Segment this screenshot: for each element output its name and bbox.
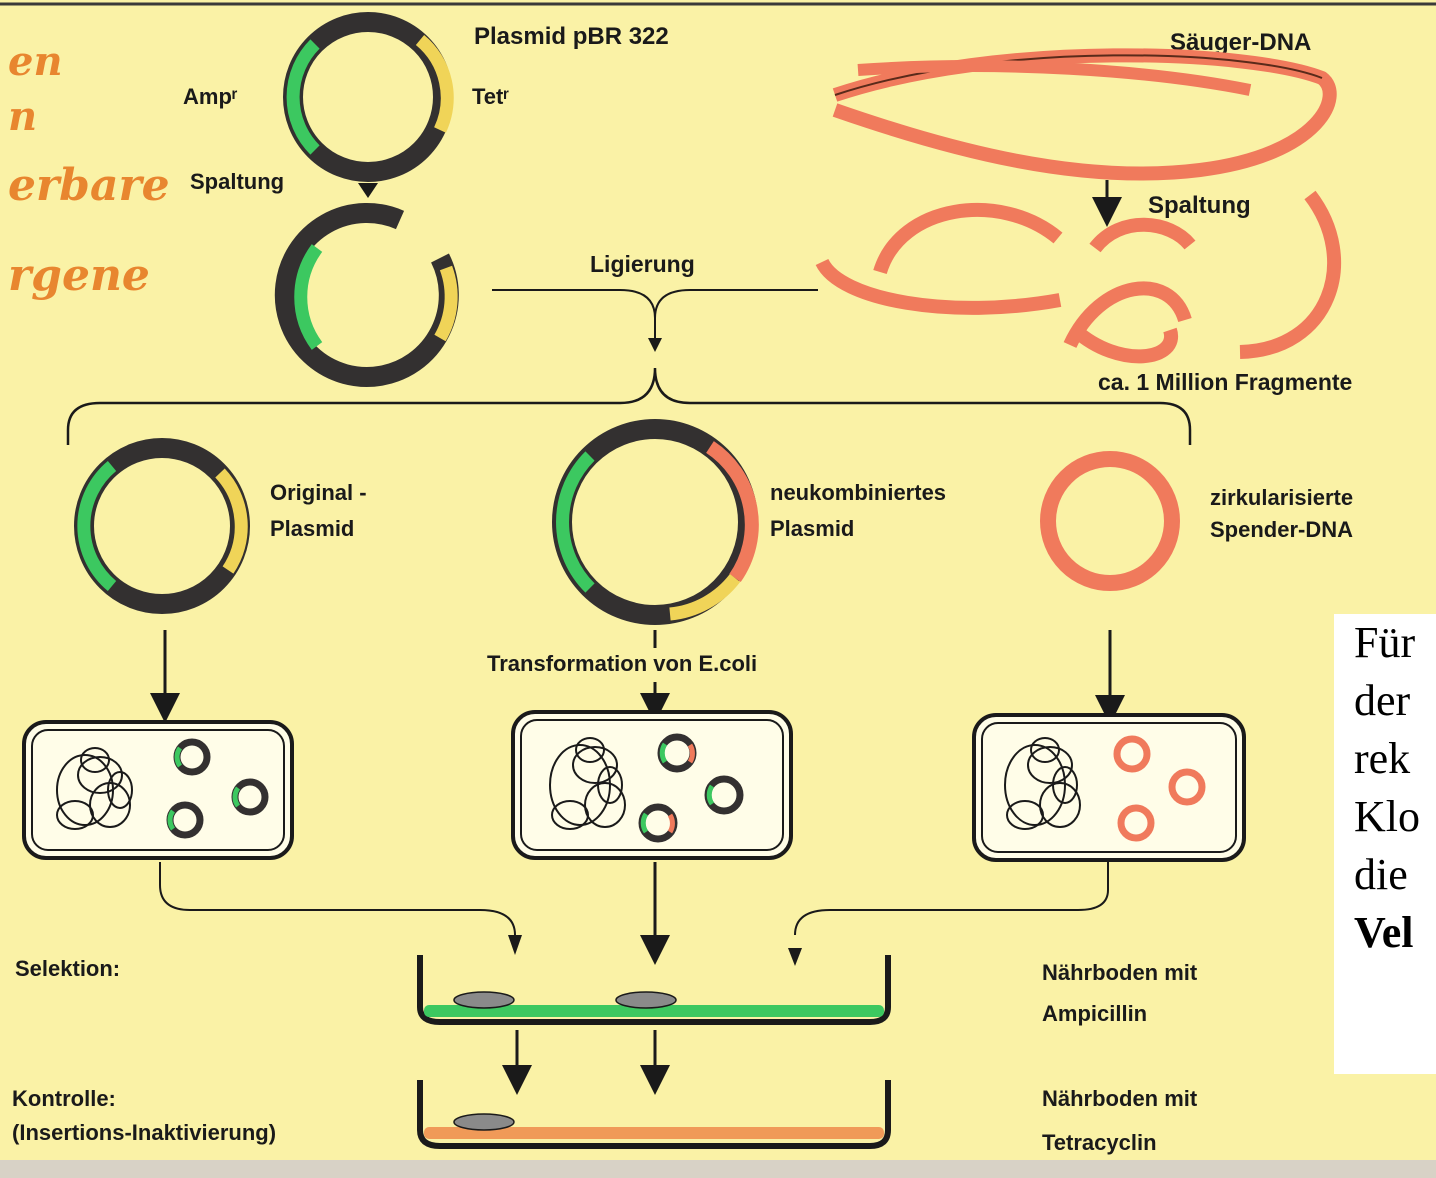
cut-plasmid <box>285 213 451 377</box>
bacterium-right <box>974 715 1244 860</box>
ampicillin-dish <box>420 955 888 1022</box>
ligation-brace-right <box>655 290 818 318</box>
handwriting-line-2: n <box>8 93 37 140</box>
original-plasmid-label-2: Plasmid <box>270 516 354 541</box>
donor-dna-circle <box>1048 459 1172 583</box>
side-note-line-3: rek <box>1354 730 1436 788</box>
selection-label: Selektion: <box>15 956 120 981</box>
fragments-label: ca. 1 Million Fragmente <box>1098 369 1352 395</box>
handwriting-notes: en n erbare rgene <box>8 38 170 301</box>
ligation-brace-left <box>492 290 655 338</box>
plasmid-title: Plasmid pBR 322 <box>474 23 669 50</box>
ligation-label: Ligierung <box>590 251 695 277</box>
handwriting-line-3: erbare <box>8 160 170 211</box>
amp-resistance-label: Ampʳ <box>183 84 238 109</box>
connector-left-arrow <box>508 935 522 955</box>
connector-right <box>795 862 1108 935</box>
side-note-line-2: der <box>1354 672 1436 730</box>
side-note-line-5: die <box>1354 846 1436 904</box>
donor-dna-label-2: Spender-DNA <box>1210 517 1353 542</box>
medium-amp-label-2: Ampicillin <box>1042 1001 1147 1026</box>
plasmid-pbr322 <box>293 22 447 172</box>
side-note-line-1: Für <box>1354 614 1436 672</box>
tet-resistance-label: Tetʳ <box>472 84 509 109</box>
connector-left <box>160 862 515 935</box>
ligation-arrow <box>648 338 662 352</box>
original-plasmid-label-1: Original - <box>270 480 367 505</box>
side-note-line-6: Vel <box>1354 904 1436 962</box>
control-label-2: (Insertions-Inaktivierung) <box>12 1120 276 1145</box>
donor-dna-label-1: zirkularisierte <box>1210 485 1353 510</box>
handwriting-line-1: en <box>8 38 63 85</box>
tetracycline-dish <box>420 1080 888 1146</box>
recombinant-plasmid <box>562 429 752 615</box>
original-plasmid <box>84 448 241 604</box>
transformation-label: Transformation von E.coli <box>487 651 757 676</box>
cleavage-arrow-left <box>358 183 378 198</box>
bacterium-middle <box>513 712 791 858</box>
bacterium-left <box>24 722 292 858</box>
connector-right-arrow <box>788 948 802 966</box>
dna-fragments <box>822 195 1334 356</box>
cleavage-label-left: Spaltung <box>190 169 284 194</box>
recombinant-plasmid-label-1: neukombiniertes <box>770 480 946 505</box>
side-note-line-4: Klo <box>1354 788 1436 846</box>
control-label-1: Kontrolle: <box>12 1086 116 1111</box>
medium-amp-label-1: Nährboden mit <box>1042 960 1198 985</box>
side-note-box: Für der rek Klo die Vel <box>1334 614 1436 1074</box>
medium-tet-label-1: Nährboden mit <box>1042 1086 1198 1111</box>
medium-tet-label-2: Tetracyclin <box>1042 1130 1157 1155</box>
recombinant-plasmid-label-2: Plasmid <box>770 516 854 541</box>
bottom-strip <box>0 1160 1436 1178</box>
cleavage-label-right: Spaltung <box>1148 192 1251 219</box>
mammal-dna-loop <box>835 55 1330 173</box>
handwriting-line-4: rgene <box>8 250 150 301</box>
